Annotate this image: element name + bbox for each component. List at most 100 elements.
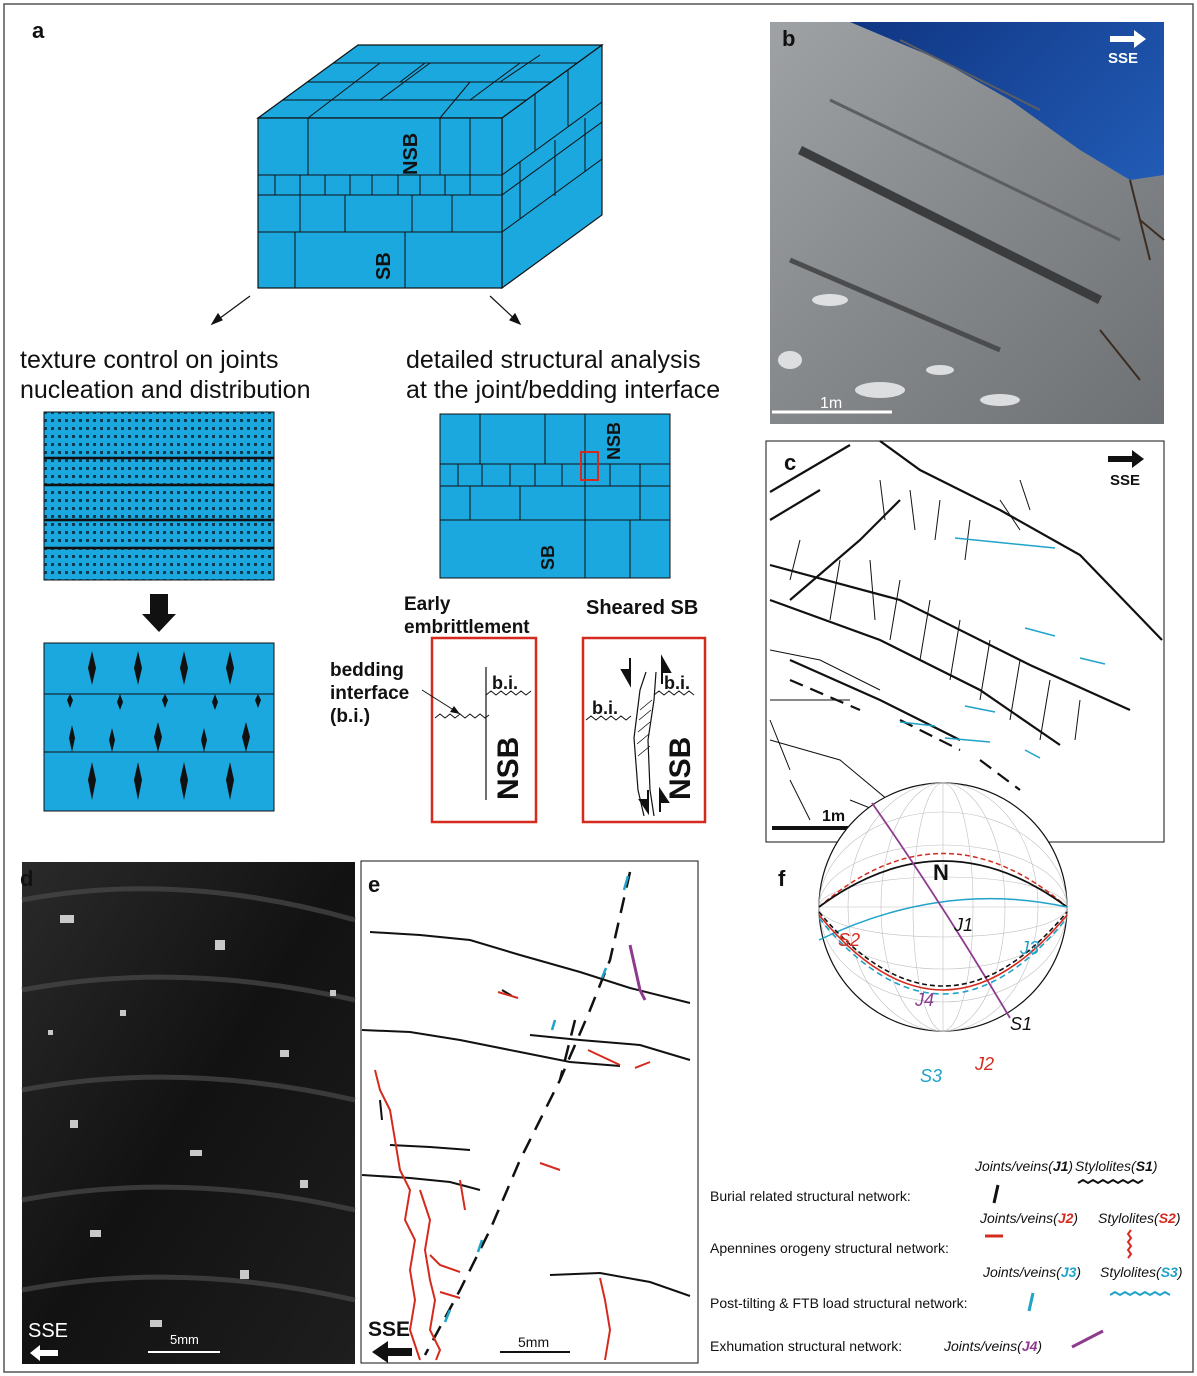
legend-apennines-joints-id: J2 [1057, 1210, 1074, 1226]
legend-apennines-stylolites-id: S2 [1158, 1210, 1176, 1226]
legend-apennines-stylolites: Stylolites(S2) [1098, 1210, 1180, 1226]
stereonet-s2-label: S2 [838, 930, 861, 950]
stereonet-j4-label: J4 [915, 990, 935, 1010]
legend-burial-joints-text: Joints/veins( [975, 1158, 1053, 1174]
drawing-arrow-icon [1108, 450, 1144, 468]
red-stylolites [374, 991, 651, 1361]
drawing2-arrow-icon [372, 1341, 412, 1363]
sheared-bi-label-upper: b.i. [664, 673, 690, 693]
early-title-line-2: embrittlement [404, 617, 530, 638]
drawing2-direction-label: SSE [368, 1318, 411, 1341]
thin-section-arrow-icon [30, 1345, 58, 1361]
legend-burial-joints-close: ) [1068, 1158, 1074, 1174]
zoom-box [580, 451, 599, 481]
photo-direction-label: SSE [1108, 50, 1139, 67]
fracture-drawing [765, 440, 1165, 843]
legend-posttilting-stylolites-close: ) [1177, 1264, 1183, 1280]
early-embrittlement-box [421, 636, 538, 824]
drawing2-scale-label: 5mm [518, 1334, 550, 1350]
panel-b-letter: b [782, 26, 796, 51]
stereonet-north-label: N [933, 860, 949, 885]
thin-section-direction-label: SSE [28, 1320, 69, 1342]
figure-frame [3, 3, 1194, 1373]
stereonet-s3-label: S3 [920, 1066, 943, 1086]
legend-burial-stylolites-id: S1 [1135, 1158, 1153, 1174]
thin-section-drawing [360, 860, 699, 1364]
legend-posttilting-network: Post-tilting & FTB load structural netwo… [710, 1295, 968, 1311]
legend-exhumation-joints-id: J4 [1021, 1338, 1038, 1354]
panel-f-letter: f [778, 866, 786, 891]
legend-posttilting-joints-id: J3 [1060, 1264, 1077, 1280]
sheared-sb-box [581, 636, 707, 824]
sheared-bi-label-lower: b.i. [592, 698, 618, 718]
stereonet-j2-label: J2 [975, 1054, 995, 1074]
legend-burial-stylolites-close: ) [1152, 1158, 1158, 1174]
interface-block [439, 413, 671, 579]
legend-posttilting-joints-close: ) [1076, 1264, 1082, 1280]
legend-apennines-joints: Joints/veins(J2) [980, 1210, 1078, 1226]
block-front-face [257, 117, 503, 289]
legend-apennines-stylolites-close: ) [1175, 1210, 1181, 1226]
sheared-title: Sheared SB [586, 597, 699, 619]
outcrop-photo [770, 22, 1165, 424]
legend-apennines-joints-text: Joints/veins( [980, 1210, 1058, 1226]
legend-posttilting-joints: Joints/veins(J3) [983, 1264, 1081, 1280]
legend-burial-stylolites-text: Stylolites( [1075, 1158, 1136, 1174]
photo-scale-label: 1m [820, 395, 843, 412]
purple-vein [628, 944, 647, 1001]
cyan-segments [443, 875, 630, 1323]
legend-burial-joints: Joints/veins(J1) [975, 1158, 1073, 1174]
early-nsb-label: NSB [492, 736, 525, 800]
joint-nucleation-panel [43, 642, 275, 812]
analysis-title-line-1: detailed structural analysis [406, 346, 701, 374]
block-fractures [258, 54, 603, 288]
bedding-block-3d [256, 43, 604, 290]
panel-c-letter: c [784, 450, 797, 475]
legend-apennines-network: Apennines orogeny structural network: [710, 1240, 949, 1256]
early-bi-label: b.i. [492, 673, 518, 693]
legend-burial-network: Burial related structural network: [710, 1188, 911, 1204]
thin-section-scale-label: 5mm [170, 1332, 199, 1347]
legend-symbols [985, 1178, 1171, 1349]
texture-panel [43, 411, 275, 581]
texture-title-line-1: texture control on joints [20, 346, 279, 374]
legend-exhumation-joints-text: Joints/veins( [944, 1338, 1022, 1354]
interface-nsb-label: NSB [604, 421, 624, 460]
stereonet-j1-label: J1 [954, 915, 974, 935]
legend-exhumation-network: Exhumation structural network: [710, 1338, 903, 1354]
drawing-scale-label: 1m [822, 808, 846, 825]
photo-arrow-icon [1110, 30, 1146, 48]
legend-exhumation-joints: Joints/veins(J4) [944, 1338, 1042, 1354]
bedding-label-line-2: interface [330, 683, 410, 704]
down-arrow-icon [142, 594, 176, 632]
panel-d-letter: d [20, 866, 34, 891]
panel-e-letter: e [368, 872, 381, 897]
block-arrows [210, 295, 522, 326]
sheared-nsb-label: NSB [664, 736, 697, 800]
interface-sb-label: SB [538, 544, 558, 570]
block-sb-label: SB [373, 252, 395, 280]
panel-a-letter: a [32, 18, 45, 43]
cyan-joints [899, 537, 1106, 759]
legend-posttilting-stylolites-text: Stylolites( [1100, 1264, 1161, 1280]
texture-title-line-2: nucleation and distribution [20, 376, 311, 404]
early-title-line-1: Early [404, 594, 451, 615]
legend-apennines-joints-close: ) [1073, 1210, 1079, 1226]
legend-posttilting-stylolites-id: S3 [1160, 1264, 1178, 1280]
legend-posttilting-joints-text: Joints/veins( [983, 1264, 1061, 1280]
drawing-direction-label: SSE [1110, 472, 1141, 489]
legend-exhumation-joints-close: ) [1037, 1338, 1043, 1354]
legend-burial-stylolites: Stylolites(S1) [1075, 1158, 1157, 1174]
legend-burial-joints-id: J1 [1052, 1158, 1069, 1174]
stereonet [818, 782, 1068, 1032]
legend-apennines-stylolites-text: Stylolites( [1098, 1210, 1159, 1226]
stereonet-s1-label: S1 [1010, 1014, 1033, 1034]
analysis-title-line-2: at the joint/bedding interface [406, 376, 721, 404]
legend-posttilting-stylolites: Stylolites(S3) [1100, 1264, 1182, 1280]
stereonet-j3-label: J3 [1020, 938, 1040, 958]
block-nsb-label: NSB [400, 132, 422, 175]
bedding-label-line-3: (b.i.) [330, 706, 371, 727]
thin-section-photo [21, 862, 356, 1364]
